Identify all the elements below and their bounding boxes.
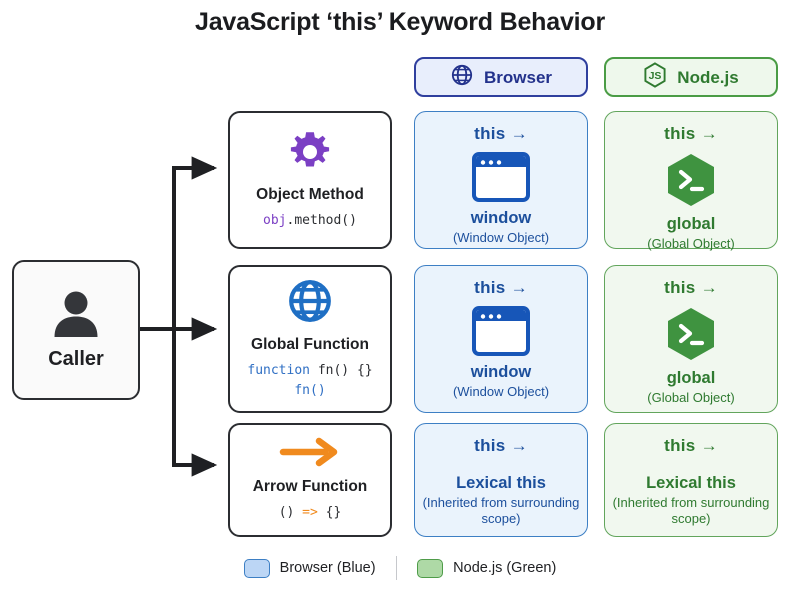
card-arrow-function: Arrow Function () => {} bbox=[228, 423, 392, 537]
result-value: global bbox=[666, 369, 716, 387]
legend-divider bbox=[395, 556, 398, 580]
this-label: this → bbox=[474, 278, 528, 297]
this-label: this → bbox=[664, 124, 718, 143]
legend-label-node: Node.js (Green) bbox=[453, 560, 557, 576]
column-header-node-label: Node.js bbox=[677, 67, 739, 87]
result-value: window bbox=[470, 209, 532, 227]
legend-item-node: Node.js (Green) bbox=[417, 558, 557, 578]
browser-window-icon bbox=[472, 152, 530, 202]
caller-box: Caller bbox=[12, 260, 140, 400]
legend-item-browser: Browser (Blue) bbox=[243, 558, 376, 578]
result-sub: (Window Object) bbox=[452, 384, 550, 399]
result-arrow-function-browser: this → Lexical this (Inherited from surr… bbox=[414, 423, 588, 537]
result-sub: (Global Object) bbox=[647, 390, 735, 405]
this-label: this → bbox=[474, 436, 528, 455]
terminal-hexagon-icon bbox=[664, 306, 718, 362]
result-value: global bbox=[666, 215, 716, 233]
gear-icon bbox=[287, 129, 333, 180]
card-global-function: Global Function function fn() {} fn() bbox=[228, 265, 392, 413]
code-token-params: () bbox=[278, 504, 295, 520]
card-arrow-function-code: () => {} bbox=[279, 503, 342, 523]
code-token-method: .method() bbox=[286, 212, 357, 228]
column-header-node: JS Node.js bbox=[604, 57, 778, 97]
code-token-function-kw: function bbox=[247, 362, 310, 378]
card-arrow-function-title: Arrow Function bbox=[252, 477, 368, 495]
caller-label: Caller bbox=[48, 348, 104, 370]
code-token-fn-decl: fn() {} bbox=[310, 362, 373, 378]
result-arrow-function-node: this → Lexical this (Inherited from surr… bbox=[604, 423, 778, 537]
code-token-body: {} bbox=[325, 504, 342, 520]
nodejs-hexagon-icon: JS bbox=[643, 61, 667, 93]
page-title: JavaScript ‘this’ Keyword Behavior bbox=[194, 8, 606, 36]
result-sub: (Window Object) bbox=[452, 230, 550, 245]
this-label: this → bbox=[474, 124, 528, 143]
globe-icon bbox=[450, 63, 474, 92]
result-object-method-node: this → global (Global Object) bbox=[604, 111, 778, 251]
result-global-function-node: this → global (Global Object) bbox=[604, 265, 778, 413]
legend: Browser (Blue) Node.js (Green) bbox=[0, 556, 800, 580]
column-header-browser: Browser bbox=[414, 57, 588, 97]
card-global-function-title: Global Function bbox=[251, 335, 369, 353]
result-object-method-browser: this → window (Window Object) bbox=[414, 111, 588, 249]
result-sub: (Inherited from surrounding scope) bbox=[422, 495, 580, 527]
result-sub: (Global Object) bbox=[647, 236, 735, 251]
result-global-function-browser: this → window (Window Object) bbox=[414, 265, 588, 413]
result-value: Lexical this bbox=[456, 474, 546, 492]
legend-swatch-node bbox=[417, 558, 444, 578]
code-token-obj: obj bbox=[263, 212, 287, 228]
card-object-method: Object Method obj.method() bbox=[228, 111, 392, 249]
person-icon bbox=[48, 289, 104, 344]
legend-label-browser: Browser (Blue) bbox=[279, 560, 376, 576]
code-token-fat-arrow: => bbox=[302, 504, 318, 520]
this-label: this → bbox=[664, 436, 718, 455]
result-sub: (Inherited from surrounding scope) bbox=[612, 495, 770, 527]
this-label: this → bbox=[664, 278, 718, 297]
result-value: window bbox=[470, 363, 532, 381]
result-value: Lexical this bbox=[646, 474, 736, 492]
card-global-function-code: function fn() {} fn() bbox=[247, 361, 372, 401]
code-token-fn-call: fn() bbox=[294, 383, 326, 398]
column-header-browser-label: Browser bbox=[483, 67, 553, 87]
terminal-hexagon-icon bbox=[664, 152, 718, 208]
svg-text:JS: JS bbox=[649, 70, 662, 82]
card-object-method-title: Object Method bbox=[256, 185, 364, 203]
browser-window-icon bbox=[472, 306, 530, 356]
card-object-method-code: obj.method() bbox=[263, 211, 357, 231]
arrow-right-icon bbox=[279, 437, 341, 472]
legend-swatch-browser bbox=[243, 558, 270, 578]
globe-icon bbox=[286, 277, 334, 330]
